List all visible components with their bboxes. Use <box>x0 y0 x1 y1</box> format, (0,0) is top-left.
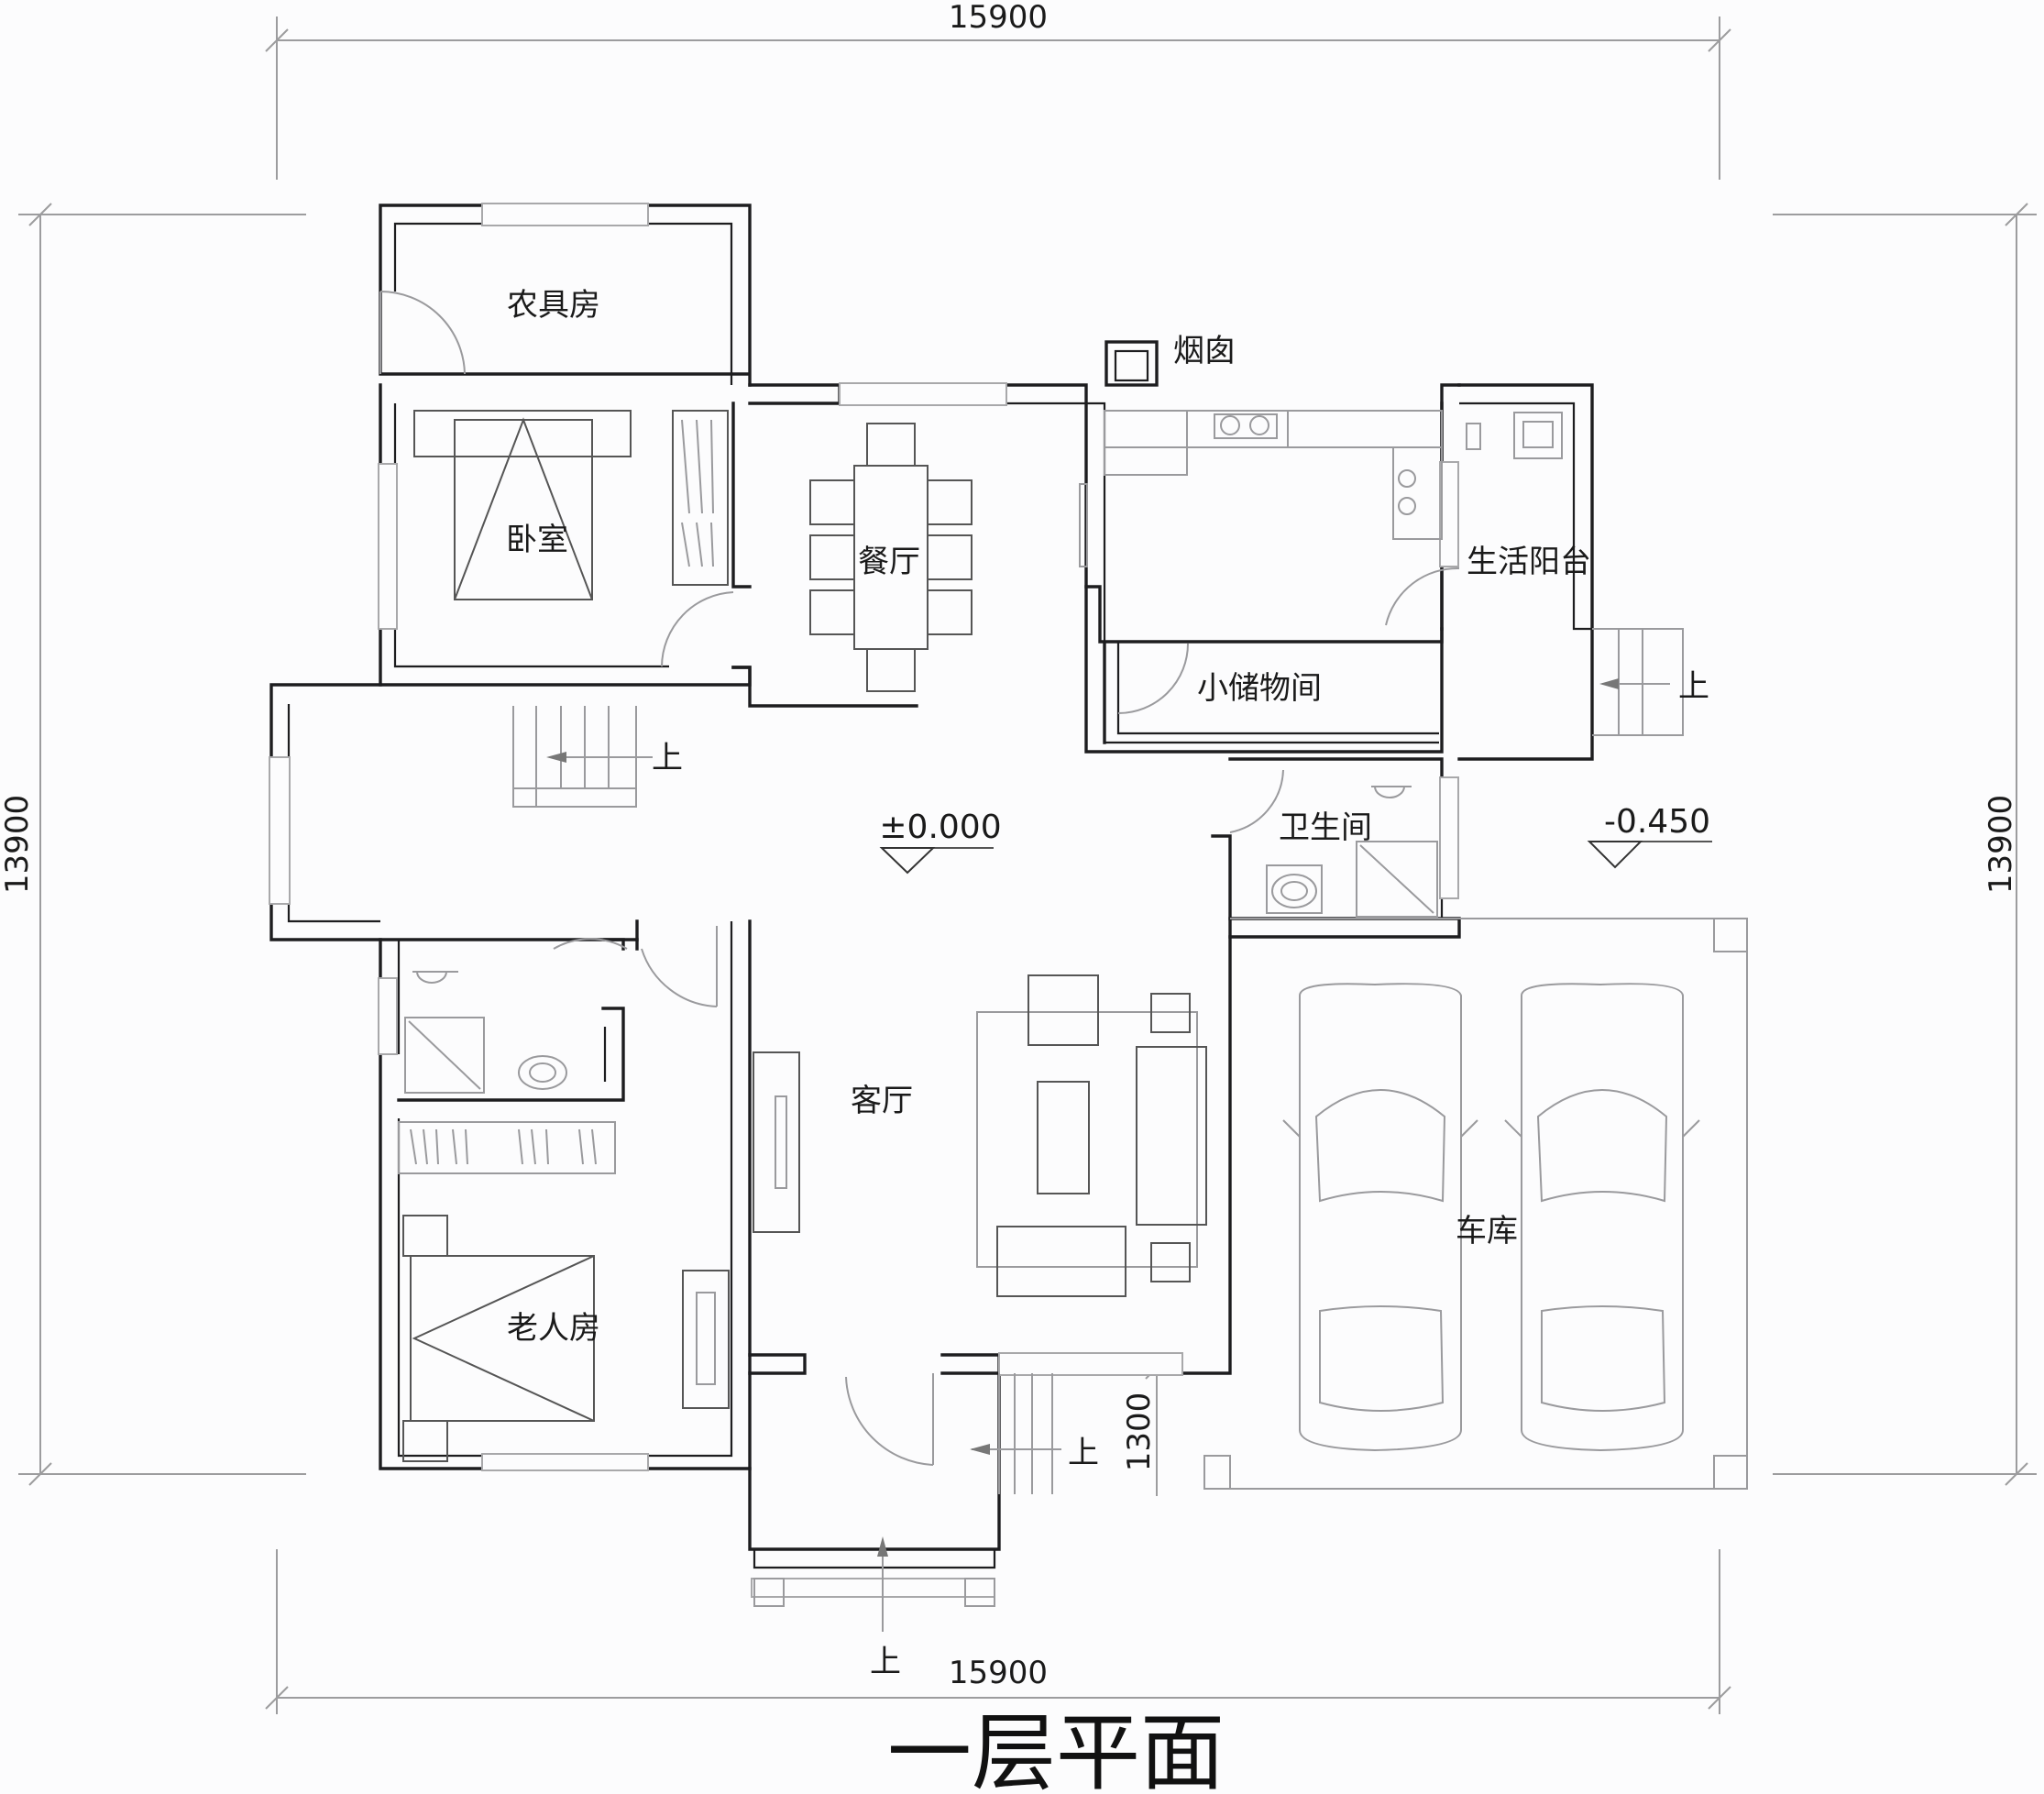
top-width-dimension: 15900 <box>949 0 1048 36</box>
level-marker-garage <box>1587 841 1712 869</box>
walls <box>269 204 1594 1588</box>
step-depth-dimension: 1300 <box>1121 1392 1158 1472</box>
stair-up-label-side-entry: 上 <box>1068 1435 1099 1471</box>
doors <box>379 291 1460 1466</box>
room-label-bathroom: 卫生间 <box>1279 809 1372 846</box>
stairs <box>512 628 1684 1632</box>
stair-up-label-front: 上 <box>870 1644 901 1680</box>
room-label-bedroom: 卧室 <box>506 522 568 558</box>
bottom-width-dimension: 15900 <box>949 1655 1048 1691</box>
room-label-elder-room: 老人房 <box>507 1310 600 1347</box>
dimension-lines <box>18 17 2037 1714</box>
left-height-dimension: 13900 <box>0 795 36 894</box>
room-label-dining: 餐厅 <box>858 544 920 580</box>
room-label-living: 客厅 <box>851 1083 913 1119</box>
room-label-garage: 车库 <box>1456 1213 1518 1249</box>
room-label-tool-room: 农具房 <box>507 287 600 324</box>
room-label-storage: 小储物间 <box>1197 670 1322 707</box>
car-right <box>1504 983 1700 1452</box>
car-left <box>1282 983 1478 1452</box>
plan-title: 一层平面 <box>887 1704 1225 1794</box>
room-label-chimney: 烟囱 <box>1173 333 1236 369</box>
right-height-dimension: 13900 <box>1983 795 2019 894</box>
windows <box>269 203 1459 1598</box>
level-marker-main <box>879 847 994 875</box>
furniture <box>398 410 1748 1490</box>
level-main: ±0.000 <box>879 809 1001 846</box>
stair-up-label-hall: 上 <box>652 740 683 776</box>
chimney-shaft <box>1104 340 1159 387</box>
stair-up-label-balcony: 上 <box>1678 668 1709 705</box>
room-label-utility-balcony: 生活阳台 <box>1467 544 1591 580</box>
level-garage: -0.450 <box>1604 803 1710 841</box>
